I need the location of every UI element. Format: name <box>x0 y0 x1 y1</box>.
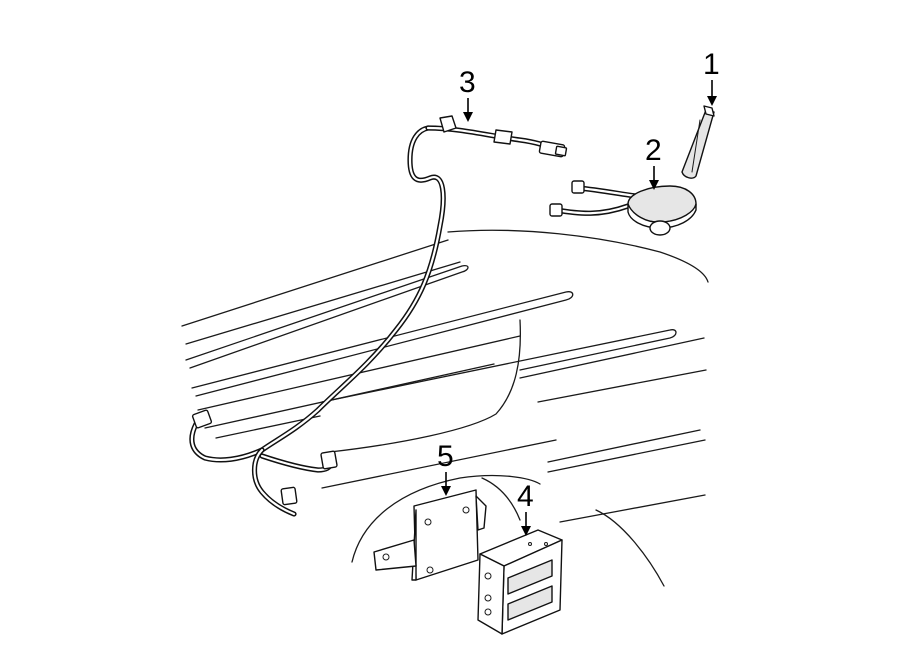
receiver-module <box>477 529 563 635</box>
callout-3: 3 <box>459 66 476 122</box>
antenna-mast <box>681 105 715 179</box>
antenna-base <box>549 180 697 236</box>
antenna-cable <box>189 115 568 517</box>
callout-5-number: 5 <box>437 440 454 473</box>
callout-1-number: 1 <box>703 48 720 81</box>
module-bracket <box>373 489 487 581</box>
callout-4-number: 4 <box>517 480 534 513</box>
callout-4: 4 <box>517 480 534 536</box>
callout-2-number: 2 <box>645 134 662 167</box>
callout-1: 1 <box>703 48 720 106</box>
callout-5: 5 <box>437 440 454 496</box>
callout-2: 2 <box>645 134 662 190</box>
vehicle-body-outline <box>181 229 709 587</box>
callout-3-number: 3 <box>459 66 476 99</box>
